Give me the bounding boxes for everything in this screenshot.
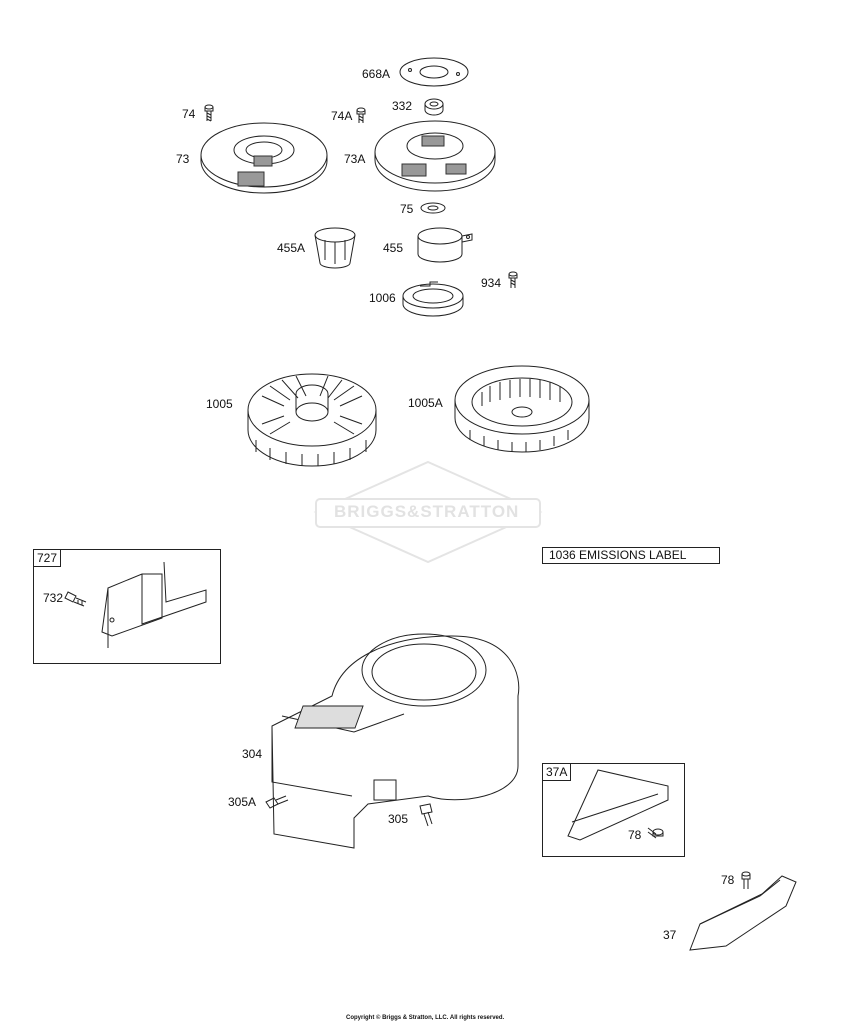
part-668A-plate <box>399 57 469 87</box>
inset-box-37A <box>542 763 685 857</box>
part-74-screw <box>204 104 214 122</box>
inset-box-727 <box>33 549 221 664</box>
label-305: 305 <box>388 812 409 826</box>
label-37: 37 <box>663 928 677 942</box>
label-78-lower: 78 <box>721 873 735 887</box>
label-304: 304 <box>242 747 263 761</box>
part-78-screw-lower <box>741 871 751 889</box>
label-668A: 668A <box>362 67 391 81</box>
part-74A-screw <box>356 107 366 123</box>
emissions-label-box: 1036 EMISSIONS LABEL <box>542 547 720 564</box>
label-73: 73 <box>176 152 190 166</box>
part-75-washer <box>420 202 446 214</box>
part-304-blower-housing <box>271 633 520 849</box>
label-305A: 305A <box>228 795 257 809</box>
part-37A-deflector <box>567 769 669 841</box>
part-732-screw <box>64 591 87 607</box>
label-1005A: 1005A <box>408 396 443 410</box>
label-455A: 455A <box>277 241 306 255</box>
copyright-text: Copyright © Briggs & Stratton, LLC. All … <box>346 1015 505 1021</box>
part-305-screw <box>419 803 433 827</box>
label-73A: 73A <box>344 152 366 166</box>
watermark-text: BRIGGS&STRATTON <box>334 502 520 521</box>
part-1005A-fan <box>454 365 590 453</box>
part-1006-ring <box>402 281 464 317</box>
part-934-screw <box>508 271 518 288</box>
label-74: 74 <box>182 107 196 121</box>
part-73-screen <box>200 122 328 194</box>
part-455-cup <box>417 227 473 263</box>
part-73A-screen <box>374 120 496 192</box>
part-305A-screw <box>265 795 289 809</box>
label-332: 332 <box>392 99 413 113</box>
part-455A-cup <box>314 227 356 269</box>
label-1005: 1005 <box>206 397 233 411</box>
label-934: 934 <box>481 276 502 290</box>
part-37-deflector <box>689 875 797 951</box>
watermark-logo <box>313 460 543 564</box>
inset-tag-727: 727 <box>33 549 62 567</box>
inset-tag-37A: 37A <box>542 763 572 781</box>
part-78-screw-box <box>647 827 664 839</box>
label-455: 455 <box>383 241 404 255</box>
label-78-box: 78 <box>628 828 642 842</box>
label-75: 75 <box>400 202 414 216</box>
label-74A: 74A <box>331 109 353 123</box>
part-727-baffle <box>101 561 207 648</box>
part-332-nut <box>424 98 444 116</box>
label-732: 732 <box>43 591 64 605</box>
part-1005-fan <box>247 373 377 467</box>
label-1006: 1006 <box>369 291 396 305</box>
